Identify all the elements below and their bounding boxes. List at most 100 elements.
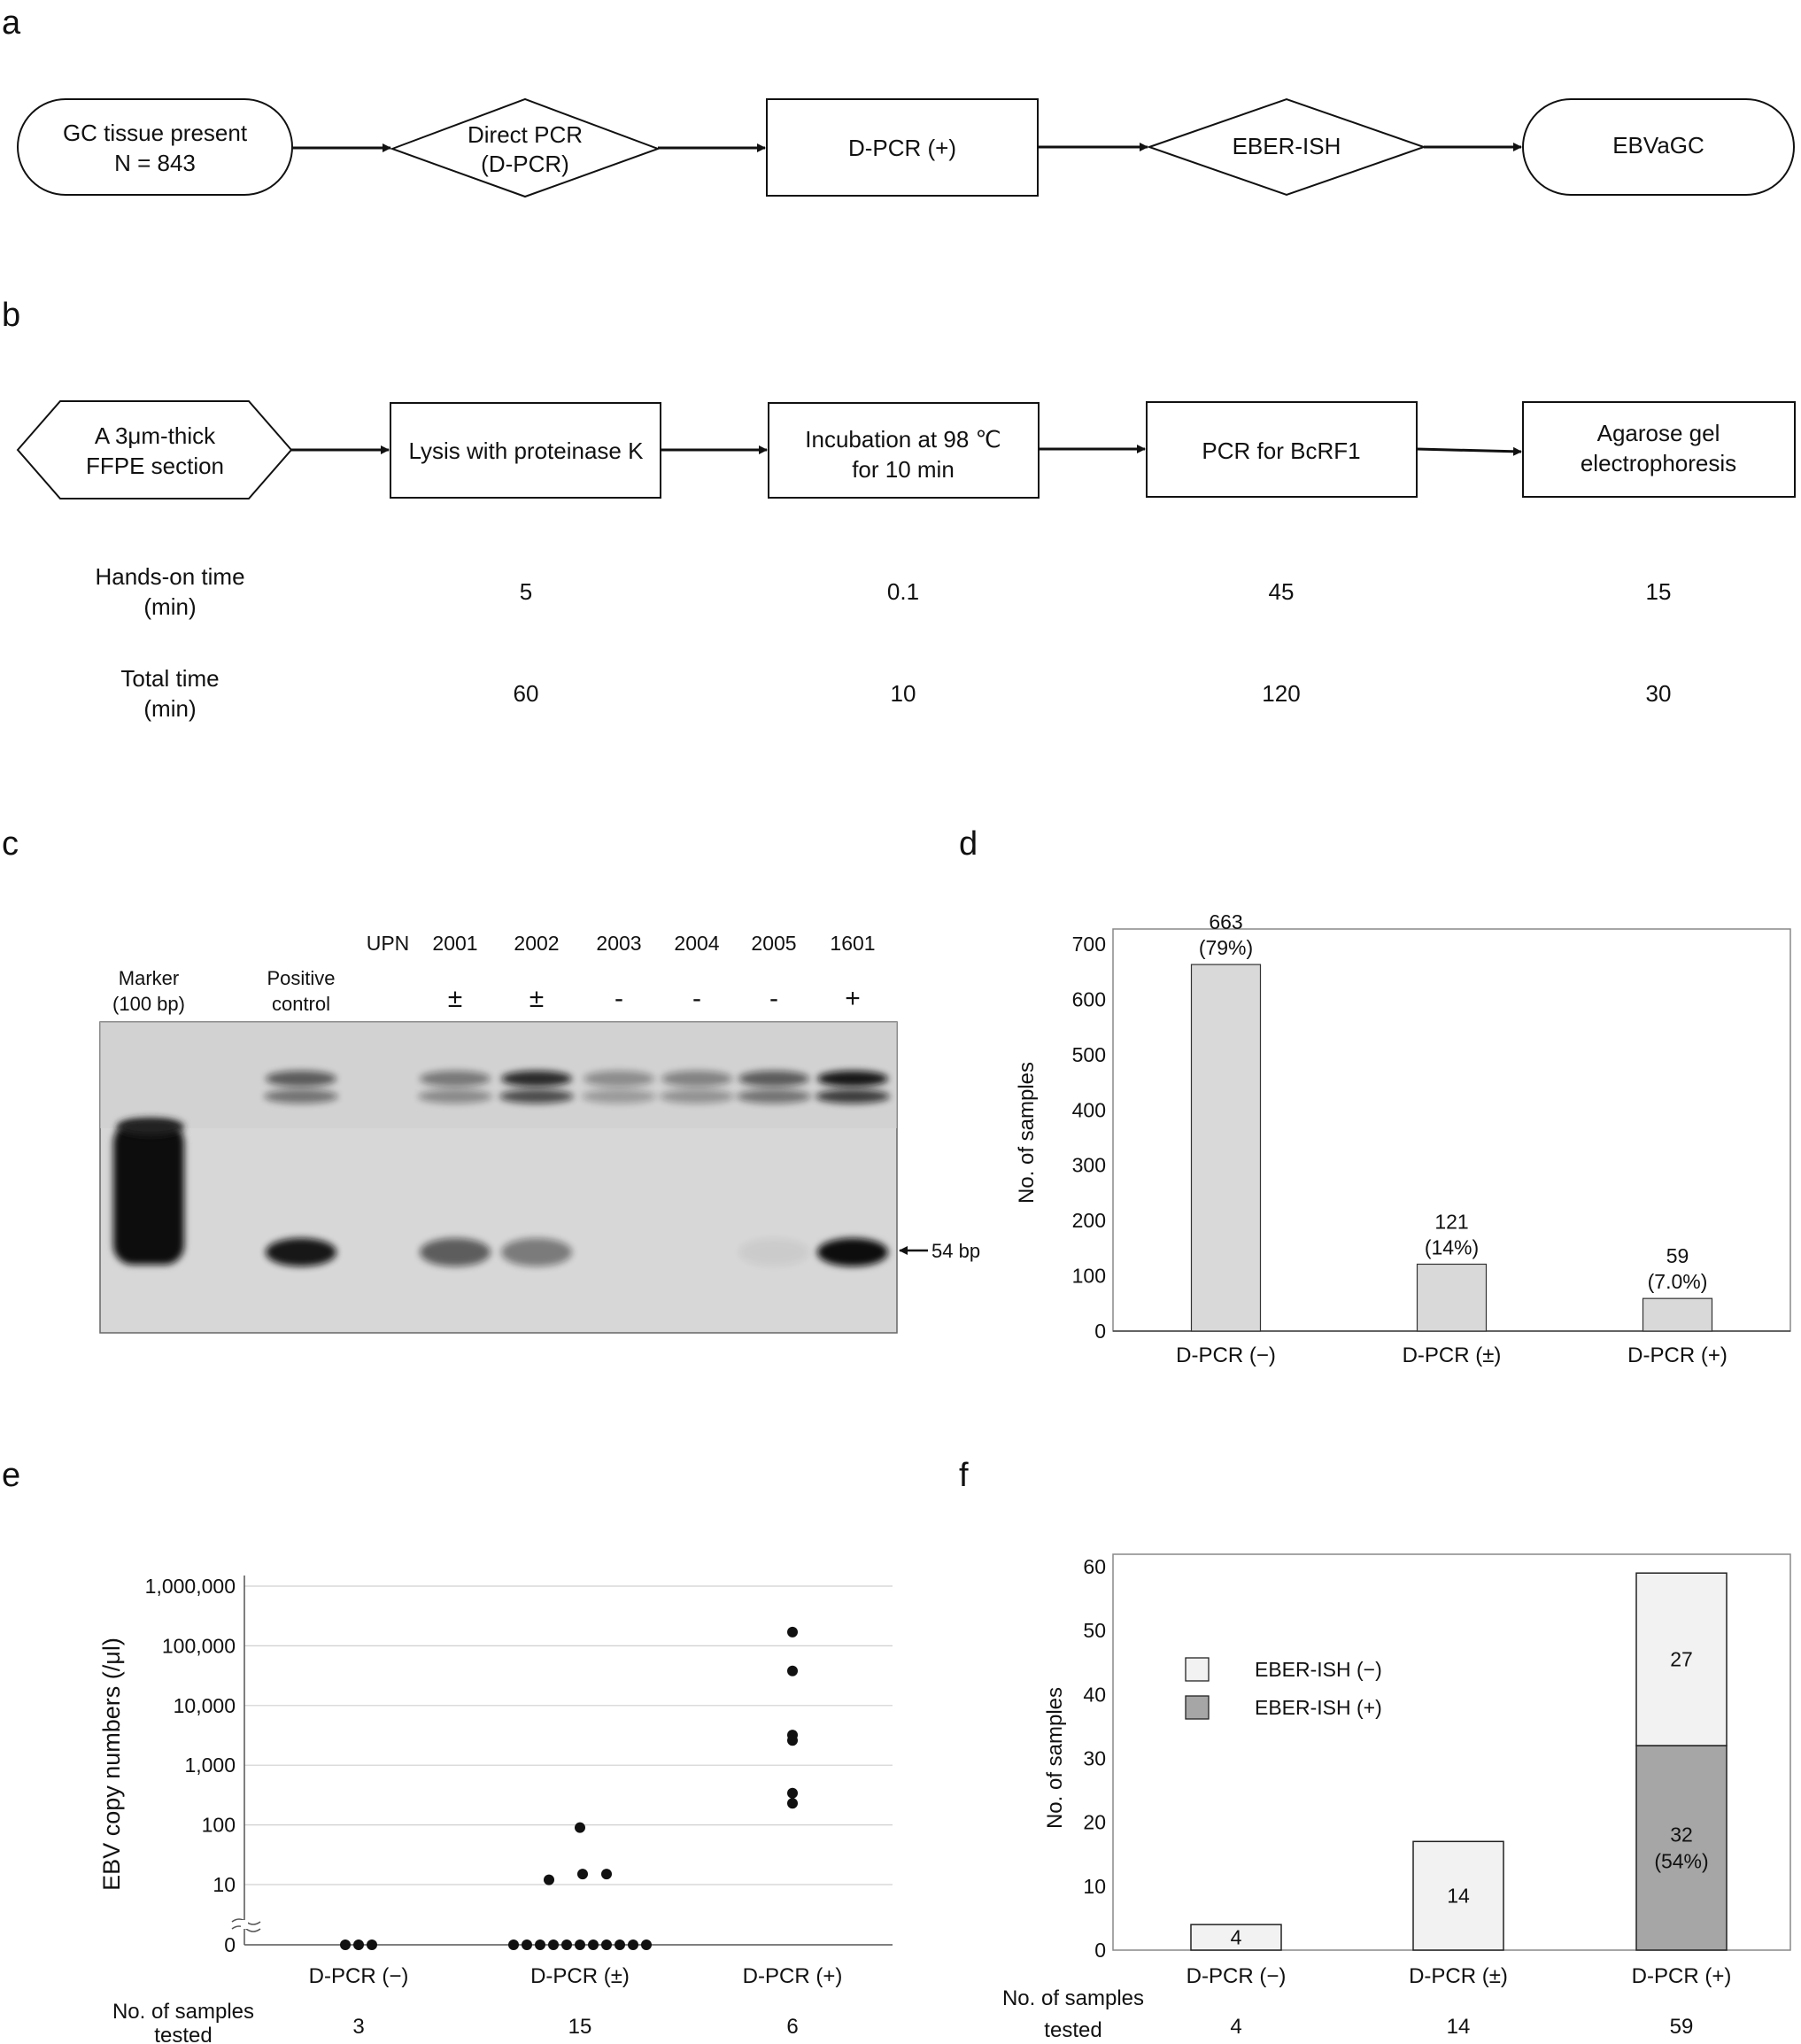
gel-well-band-lower-4	[660, 1089, 734, 1103]
flow-b-node-2-line-0: Incubation at 98 ℃	[805, 426, 1001, 453]
chart-e-samples-tested-label-0: No. of samples	[112, 2000, 254, 2024]
gel-marker-label-1: (100 bp)	[112, 993, 185, 1015]
time-row-0-label-0: Hands-on time	[95, 563, 244, 590]
chart-f-samples-tested-0: 4	[1230, 2015, 1241, 2039]
chart-e-ytick-label: 100,000	[162, 1634, 236, 1657]
chart-e-ylabel: EBV copy numbers (/μl)	[98, 1638, 125, 1891]
gel-well-band-lower-0	[264, 1089, 338, 1103]
chart-e-samples-tested-0: 3	[352, 2015, 364, 2039]
chart-e-samples-tested-1: 15	[568, 2015, 592, 2039]
gel-marker-label-0: Marker	[119, 967, 179, 989]
chart-e-samples-tested-2: 6	[786, 2015, 798, 2039]
time-row-1-label-1: (min)	[143, 695, 196, 722]
chart-e-point	[601, 1939, 612, 1950]
chart-f-legend-swatch-1	[1185, 1695, 1210, 1720]
gel-well-band-1	[420, 1071, 491, 1087]
gel-sample-id-2004: 2004	[674, 932, 719, 955]
gel-sample-result-2003: -	[615, 984, 623, 1013]
chart-f-xtick-label-1: D-PCR (±)	[1409, 1964, 1508, 1988]
gel-positive-label-0: Positive	[267, 967, 335, 989]
chart-d-xtick-label-1: D-PCR (±)	[1403, 1343, 1502, 1367]
gel-well-band-lower-3	[582, 1089, 656, 1103]
gel-well-band-5	[738, 1071, 809, 1087]
gel-sample-labels: 2001±2002±2003-2004-2005-1601+	[432, 932, 875, 1013]
gel-sample-result-2004: -	[692, 984, 701, 1013]
chart-f-ytick-label: 10	[1083, 1875, 1106, 1898]
chart-f-legend-label-0: EBER-ISH (−)	[1255, 1658, 1382, 1681]
chart-e-ytick-label: 10,000	[174, 1694, 236, 1717]
chart-f-ytick-label: 40	[1083, 1683, 1106, 1706]
flow-a-node-0-line-0: GC tissue present	[63, 120, 248, 146]
chart-e-axis-break-gap	[241, 1920, 248, 1929]
chart-d-ytick-label: 100	[1072, 1265, 1106, 1288]
gel-sample-result-2001: ±	[448, 984, 462, 1013]
flow-b-node-1: Lysis with proteinase K	[390, 402, 661, 499]
flow-b-node-0-line-1: FFPE section	[86, 453, 224, 479]
time-row-0-label-1: (min)	[143, 593, 196, 620]
chart-f-data-label-1-0: 14	[1447, 1885, 1470, 1908]
chart-e-point	[508, 1939, 519, 1950]
gel-54bp-band-0	[266, 1238, 336, 1266]
chart-f-samples-tested-1: 14	[1447, 2015, 1471, 2039]
panel-label-e: e	[2, 1457, 20, 1494]
gel-54bp-band-5	[738, 1238, 809, 1266]
time-row-0-value-1: 0.1	[887, 578, 919, 605]
gel-sample-id-1601: 1601	[830, 932, 875, 955]
panel-label-a: a	[2, 4, 21, 42]
chart-e-ytick-label: 1,000,000	[145, 1575, 236, 1598]
time-row-1-value-2: 120	[1262, 680, 1300, 707]
gel-marker-band-top	[117, 1118, 184, 1135]
flow-a-node-1: Direct PCR (D-PCR)	[390, 97, 661, 198]
gel-sample-id-2003: 2003	[596, 932, 641, 955]
gel-well-band-4	[661, 1071, 732, 1087]
flow-b-node-3: PCR for BcRF1	[1146, 401, 1418, 498]
flow-a-node-2-line-0: D-PCR (+)	[848, 135, 956, 161]
gel-marker-smear	[113, 1123, 184, 1265]
chart-f-data-label-3-0: 32	[1670, 1823, 1693, 1847]
chart-e-point	[544, 1874, 554, 1885]
chart-d-ytick-label: 500	[1072, 1043, 1106, 1066]
chart-d-ytick-label: 200	[1072, 1209, 1106, 1232]
flow-a-node-4-line-0: EBVaGC	[1612, 132, 1704, 159]
chart-f-samples-tested-label-0: No. of samples	[1002, 1986, 1144, 2010]
flow-b-arrow-3	[1416, 446, 1522, 456]
gel-well-band-lower-2	[499, 1089, 574, 1103]
chart-f-ytick-label: 20	[1083, 1811, 1106, 1834]
gel-well-band-lower-6	[815, 1089, 890, 1103]
chart-e-point	[575, 1939, 585, 1950]
chart-f-bar-2-0	[1635, 1745, 1728, 1951]
flowchart-a: GC tissue present N = 843 Direct PCR (D-…	[17, 97, 1795, 198]
chart-f-data-label-0-0: 4	[1231, 1926, 1242, 1949]
chart-f-ylabel: No. of samples	[1043, 1687, 1067, 1829]
chart-f-data-label-2-0: 27	[1670, 1648, 1693, 1671]
gel-54bp-band-1	[420, 1238, 491, 1266]
flowchart-b: A 3μm-thick FFPE section Lysis with prot…	[16, 400, 1796, 722]
flow-a-node-1-line-1: (D-PCR)	[481, 151, 569, 177]
chart-d-bar-0	[1190, 964, 1262, 1332]
band-size-label: 54 bp	[931, 1240, 980, 1262]
chart-e-point	[535, 1939, 545, 1950]
chart-f-legend-label-1: EBER-ISH (+)	[1255, 1696, 1382, 1719]
chart-f-bar-0-1	[1190, 1924, 1282, 1951]
chart-f-bar-2-1	[1635, 1572, 1728, 1746]
time-row-0-value-2: 45	[1269, 578, 1295, 605]
chart-e-point	[353, 1939, 364, 1950]
chart-d-data-label-1: 121	[1434, 1210, 1468, 1233]
gel-sample-result-2002: ±	[529, 984, 544, 1013]
chart-e-point	[367, 1939, 377, 1950]
flow-a-node-0-line-1: N = 843	[114, 150, 196, 176]
time-row-0-value-3: 15	[1646, 578, 1672, 605]
chart-f-data-label-3-1: (54%)	[1654, 1850, 1708, 1873]
chart-f-ytick-label: 30	[1083, 1747, 1106, 1770]
chart-f-xtick-label-0: D-PCR (−)	[1186, 1964, 1287, 1988]
flow-b-node-0-line-0: A 3μm-thick	[95, 422, 216, 449]
gel-54bp-band-6	[817, 1238, 888, 1266]
chart-f-ytick-label: 60	[1083, 1555, 1106, 1578]
chart-e-ytick-label: 0	[224, 1933, 236, 1956]
flow-b-node-3-line-0: PCR for BcRF1	[1202, 437, 1360, 464]
chart-e-point	[787, 1787, 798, 1799]
chart-e-ytick-label: 100	[202, 1814, 236, 1837]
chart-f-ytick-label: 50	[1083, 1619, 1106, 1642]
gel-lanes	[113, 1071, 890, 1266]
